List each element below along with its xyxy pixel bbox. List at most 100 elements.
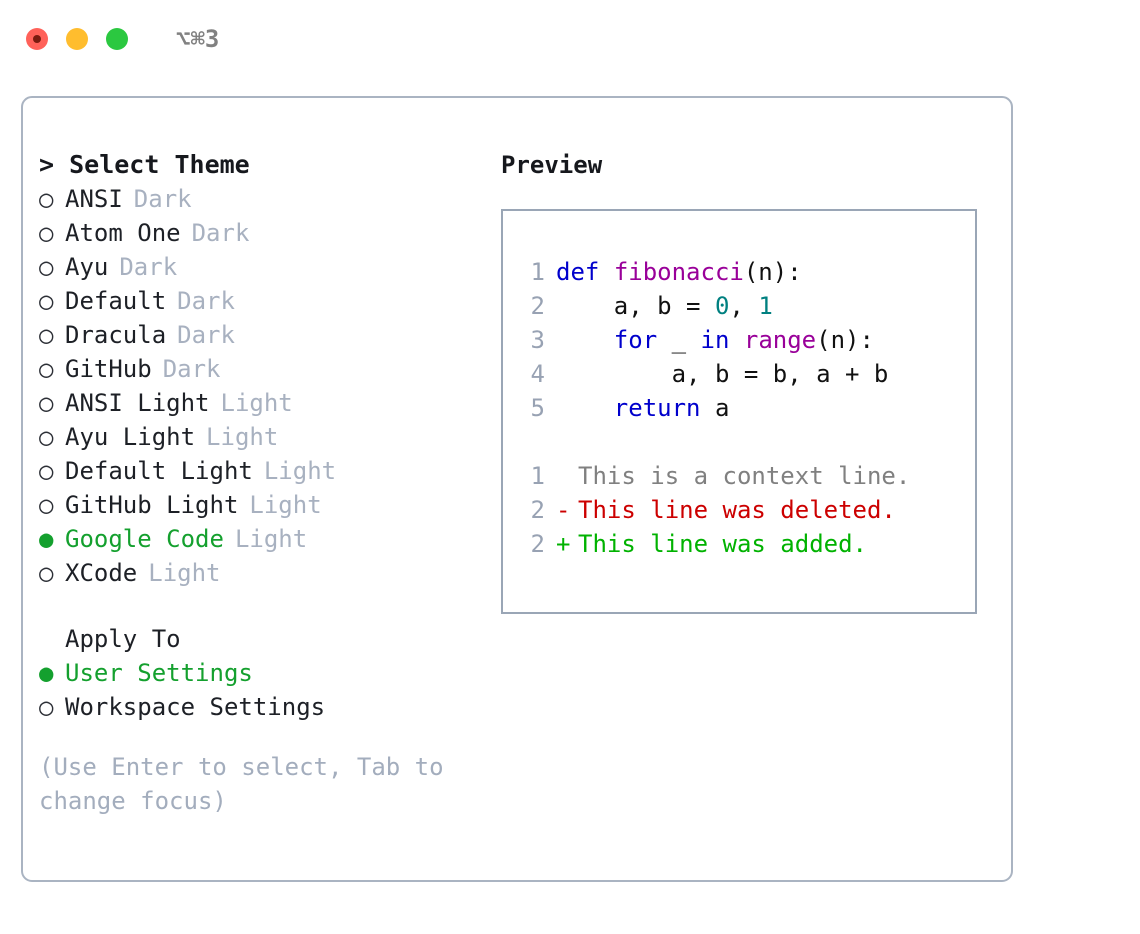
theme-option-default[interactable]: ○ Default Dark	[39, 284, 489, 318]
keyboard-hint-text: (Use Enter to select, Tab to change focu…	[39, 753, 459, 815]
theme-option-kind-badge: Light	[148, 559, 221, 587]
radio-selected-icon: ●	[39, 659, 54, 687]
minimize-button-icon[interactable]	[66, 28, 88, 50]
theme-option-kind-badge: Light	[234, 525, 308, 553]
radio-unselected-icon: ○	[39, 287, 54, 315]
code-line-content: a, b = 0, 1	[556, 289, 773, 323]
apply-to-option-workspace-settings[interactable]: ○Workspace Settings	[39, 690, 489, 724]
code-line-content: def fibonacci(n):	[556, 255, 802, 289]
code-token: a, b = b, a + b	[556, 360, 889, 388]
code-line: 3 for _ in range(n):	[521, 323, 975, 357]
diff-line: 2-This line was deleted.	[521, 493, 975, 527]
diff-line: 1 This is a context line.	[521, 459, 975, 493]
radio-selected-icon: ●	[39, 525, 54, 553]
code-line: 2 a, b = 0, 1	[521, 289, 975, 323]
preview-heading: Preview	[501, 151, 603, 179]
code-line-number: 5	[530, 394, 545, 422]
diff-line-number: 2	[530, 530, 545, 558]
theme-option-label: Dracula	[65, 321, 167, 349]
code-token	[556, 326, 614, 354]
apply-to-list: ● User Settings ○Workspace Settings	[39, 656, 489, 724]
code-token: fibonacci	[613, 258, 744, 286]
theme-option-kind-badge: Light	[249, 491, 322, 519]
diff-marker-icon: +	[556, 530, 571, 558]
theme-option-label: Google Code	[65, 525, 224, 553]
theme-option-label: ANSI Light	[65, 389, 210, 417]
window-shortcut-label: ⌥⌘3	[176, 25, 220, 53]
theme-option-label: Default Light	[65, 457, 253, 485]
code-token: a, b =	[556, 292, 715, 320]
theme-option-label: GitHub Light	[65, 491, 239, 519]
radio-unselected-icon: ○	[39, 321, 54, 349]
code-token: ,	[729, 292, 759, 320]
theme-option-kind-badge: Dark	[119, 253, 178, 281]
theme-option-kind-badge: Dark	[162, 355, 221, 383]
theme-option-kind-badge: Dark	[177, 287, 235, 315]
theme-option-ansi-light[interactable]: ○ ANSI Light Light	[39, 386, 489, 420]
diff-line: 2+This line was added.	[521, 527, 975, 561]
theme-option-github-light[interactable]: ○ GitHub Light Light	[39, 488, 489, 522]
diff-sample: 1 This is a context line.2-This line was…	[521, 459, 975, 561]
apply-to-spacer	[39, 590, 489, 622]
code-token: return	[613, 394, 701, 422]
theme-option-kind-badge: Light	[206, 423, 279, 451]
theme-option-kind-badge: Dark	[133, 185, 192, 213]
code-diff-separator	[521, 425, 975, 459]
code-token	[599, 258, 613, 286]
code-token: a	[700, 394, 730, 422]
theme-option-xcode[interactable]: ○ XCode Light	[39, 556, 489, 590]
theme-option-kind-badge: Light	[220, 389, 293, 417]
theme-option-kind-badge: Dark	[191, 219, 250, 247]
theme-option-label: ANSI	[65, 185, 123, 213]
traffic-lights	[26, 28, 128, 50]
radio-unselected-icon: ○	[39, 457, 54, 485]
theme-option-label: Default	[65, 287, 167, 315]
diff-line-text: This line was deleted.	[578, 496, 896, 524]
code-line-content: for _ in range(n):	[556, 323, 874, 357]
theme-option-label: Ayu Light	[65, 423, 196, 451]
radio-unselected-icon: ○	[39, 559, 54, 587]
code-token	[729, 326, 743, 354]
code-token: for	[613, 326, 658, 354]
diff-marker-icon: -	[556, 496, 571, 524]
code-line-content: a, b = b, a + b	[556, 357, 889, 391]
code-token: 0	[714, 292, 730, 320]
radio-unselected-icon: ○	[39, 423, 54, 451]
zoom-button-icon[interactable]	[106, 28, 128, 50]
close-button-icon[interactable]	[26, 28, 48, 50]
code-token: _	[657, 326, 701, 354]
radio-unselected-icon: ○	[39, 491, 54, 519]
apply-to-option-user-settings[interactable]: ● User Settings	[39, 656, 489, 690]
apply-to-option-label: User Settings	[65, 659, 253, 687]
code-line: 4 a, b = b, a + b	[521, 357, 975, 391]
theme-option-google-code[interactable]: ● Google Code Light	[39, 522, 489, 556]
theme-option-ansi[interactable]: ○ ANSI Dark	[39, 182, 489, 216]
radio-unselected-icon: ○	[39, 693, 54, 721]
theme-option-atom-one[interactable]: ○ Atom One Dark	[39, 216, 489, 250]
diff-line-number: 2	[530, 496, 545, 524]
radio-unselected-icon: ○	[39, 389, 54, 417]
theme-option-default-light[interactable]: ○ Default Light Light	[39, 454, 489, 488]
code-line: 5 return a	[521, 391, 975, 425]
theme-option-label: Atom One	[65, 219, 181, 247]
theme-option-ayu-light[interactable]: ○ Ayu Light Light	[39, 420, 489, 454]
select-theme-heading: > Select Theme	[39, 150, 250, 179]
radio-unselected-icon: ○	[39, 185, 54, 213]
diff-line-number: 1	[530, 462, 545, 490]
diff-marker-icon	[556, 459, 569, 493]
radio-unselected-icon: ○	[39, 219, 54, 247]
theme-option-label: XCode	[65, 559, 138, 587]
diff-line-text: This is a context line.	[578, 462, 911, 490]
apply-to-heading: Apply To	[65, 625, 181, 653]
code-line-content: return a	[556, 391, 730, 425]
code-token: in	[700, 326, 730, 354]
theme-option-kind-badge: Light	[263, 457, 337, 485]
